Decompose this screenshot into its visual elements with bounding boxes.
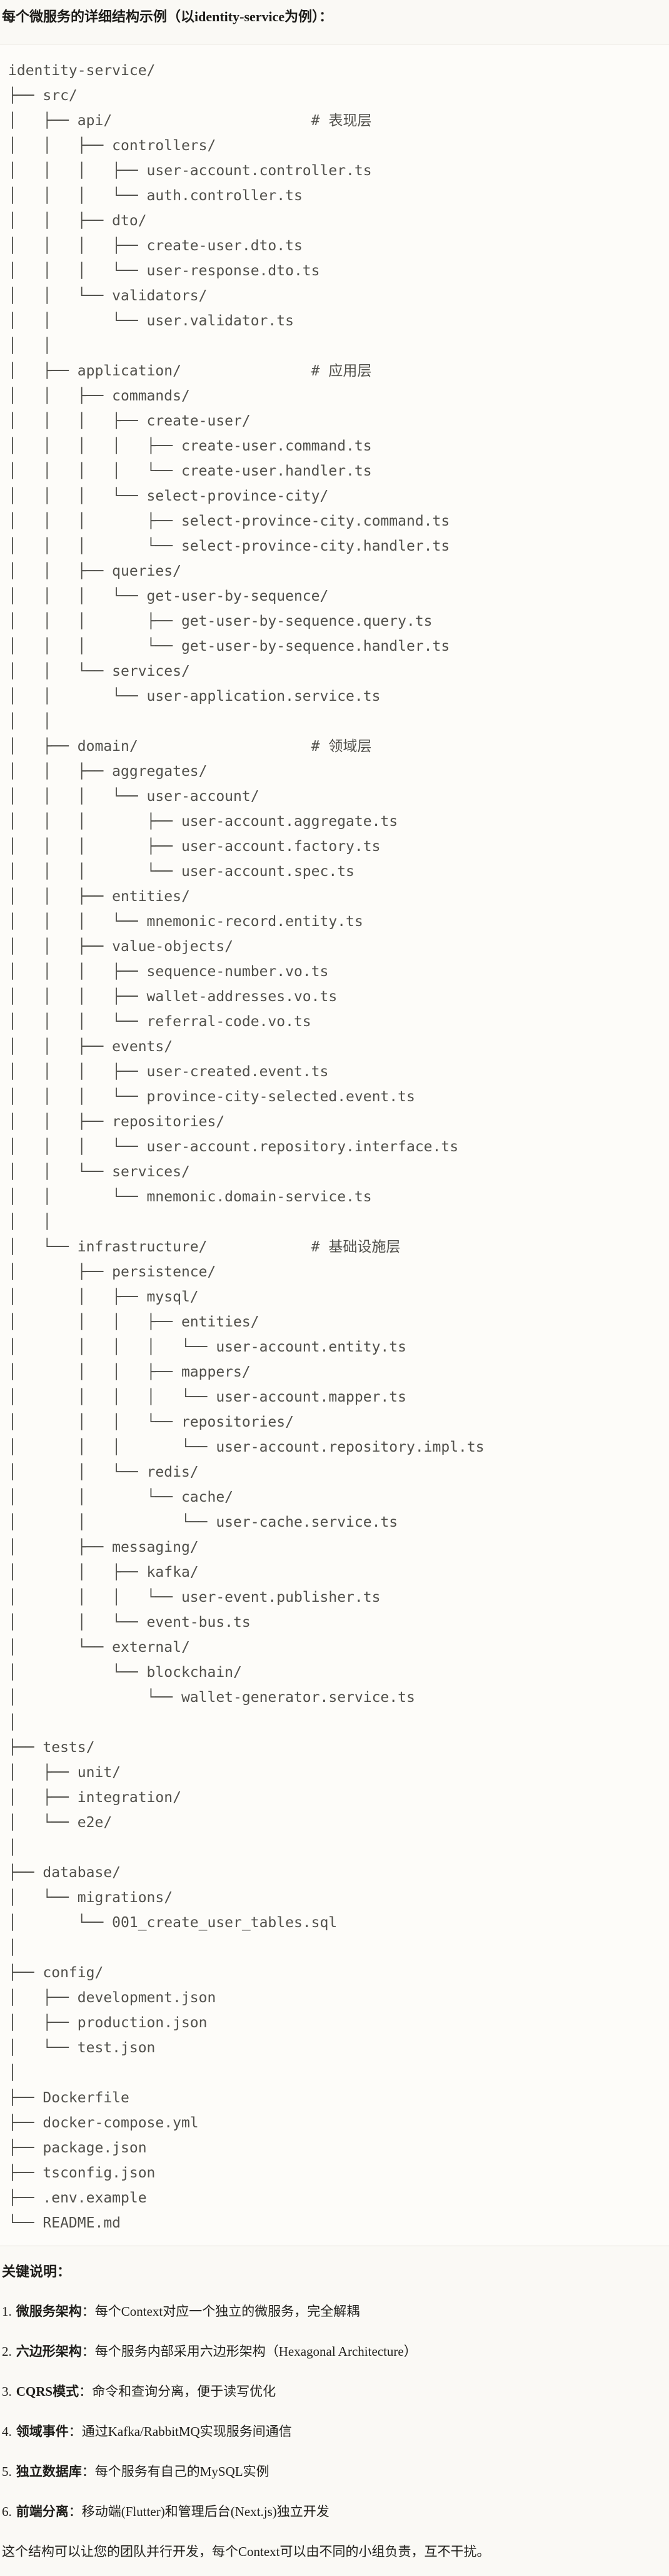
note-desc: ：命令和查询分离，便于读写优化: [79, 2384, 276, 2399]
code-block: identity-service/ ├── src/ │ ├── api/ # …: [0, 44, 669, 2246]
key-notes-section: 关键说明： 1. 微服务架构：每个Context对应一个独立的微服务，完全解耦 2…: [0, 2261, 669, 2562]
note-term: CQRS模式: [16, 2384, 79, 2399]
note-number: 5.: [2, 2464, 12, 2479]
note-number: 3.: [2, 2384, 12, 2399]
note-term: 微服务架构: [16, 2304, 82, 2319]
directory-tree: identity-service/ ├── src/ │ ├── api/ # …: [8, 63, 485, 2231]
note-term: 前端分离: [16, 2504, 69, 2519]
note-item-database: 5. 独立数据库：每个服务有自己的MySQL实例: [2, 2461, 667, 2482]
note-item-microservice: 1. 微服务架构：每个Context对应一个独立的微服务，完全解耦: [2, 2301, 667, 2321]
note-item-domain-events: 4. 领域事件：通过Kafka/RabbitMQ实现服务间通信: [2, 2421, 667, 2441]
key-notes-list: 1. 微服务架构：每个Context对应一个独立的微服务，完全解耦 2. 六边形架构…: [2, 2301, 667, 2522]
note-number: 2.: [2, 2344, 12, 2359]
note-number: 1.: [2, 2304, 12, 2319]
note-desc: ：每个服务内部采用六边形架构（Hexagonal Architecture）: [81, 2344, 417, 2359]
note-item-frontend: 6. 前端分离：移动端(Flutter)和管理后台(Next.js)独立开发: [2, 2502, 667, 2522]
page-title: 每个微服务的详细结构示例（以identity-service为例）：: [2, 9, 333, 24]
note-term: 六边形架构: [16, 2344, 82, 2359]
note-number: 4.: [2, 2424, 12, 2439]
note-desc: ：每个服务有自己的MySQL实例: [81, 2464, 269, 2479]
closing-paragraph: 这个结构可以让您的团队并行开发，每个Context可以由不同的小组负责，互不干扰…: [2, 2544, 490, 2559]
note-desc: ：移动端(Flutter)和管理后台(Next.js)独立开发: [68, 2504, 329, 2519]
note-item-cqrs: 3. CQRS模式：命令和查询分离，便于读写优化: [2, 2381, 667, 2401]
note-term: 独立数据库: [16, 2464, 82, 2479]
note-desc: ：通过Kafka/RabbitMQ实现服务间通信: [68, 2424, 292, 2439]
note-item-hexagonal: 2. 六边形架构：每个服务内部采用六边形架构（Hexagonal Architec…: [2, 2341, 667, 2361]
note-term: 领域事件: [16, 2424, 69, 2439]
note-desc: ：每个Context对应一个独立的微服务，完全解耦: [81, 2304, 360, 2319]
note-number: 6.: [2, 2504, 12, 2519]
key-notes-heading: 关键说明：: [2, 2264, 71, 2279]
